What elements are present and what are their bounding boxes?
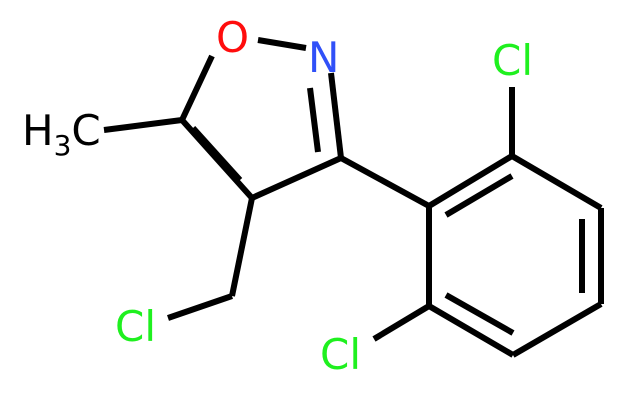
bond-n2-c3-inner [307,87,321,153]
chloromethyl-chlorine-label: Cl [115,302,156,351]
methyl-subscript: 3 [54,129,72,162]
nitrogen-atom-label: N [308,33,339,82]
bond-o1-c5 [179,54,215,122]
chlorine-bottom-label: Cl [320,330,361,379]
bond-n2-c3 [328,72,344,159]
bond-ar-c1-c2-inner [444,173,514,218]
oxygen-atom-label: O [216,13,249,62]
bond-c3-c4 [250,155,343,201]
bond-ar-c5-c6 [427,303,515,358]
bond-ar-c1-c2 [427,153,514,209]
methyl-c: C [71,106,100,155]
bond-c3-aryl [339,155,431,209]
bond-ar-c2-c3 [510,153,603,211]
bond-o1-n2 [257,37,307,51]
bond-c4-c5-inner [190,125,243,183]
methyl-h: H [22,106,54,155]
bond-ar-c4-c5 [511,301,603,358]
bond-ch2-cl [167,293,233,321]
methyl-atom-label: H3C [22,106,101,162]
bond-c4-ch2 [229,197,255,297]
bond-ar-c5-c6-inner [444,292,515,336]
bond-ar-cl-bottom [372,303,431,342]
chlorine-top-label: Cl [492,36,533,85]
bond-c5-methyl [103,117,183,133]
